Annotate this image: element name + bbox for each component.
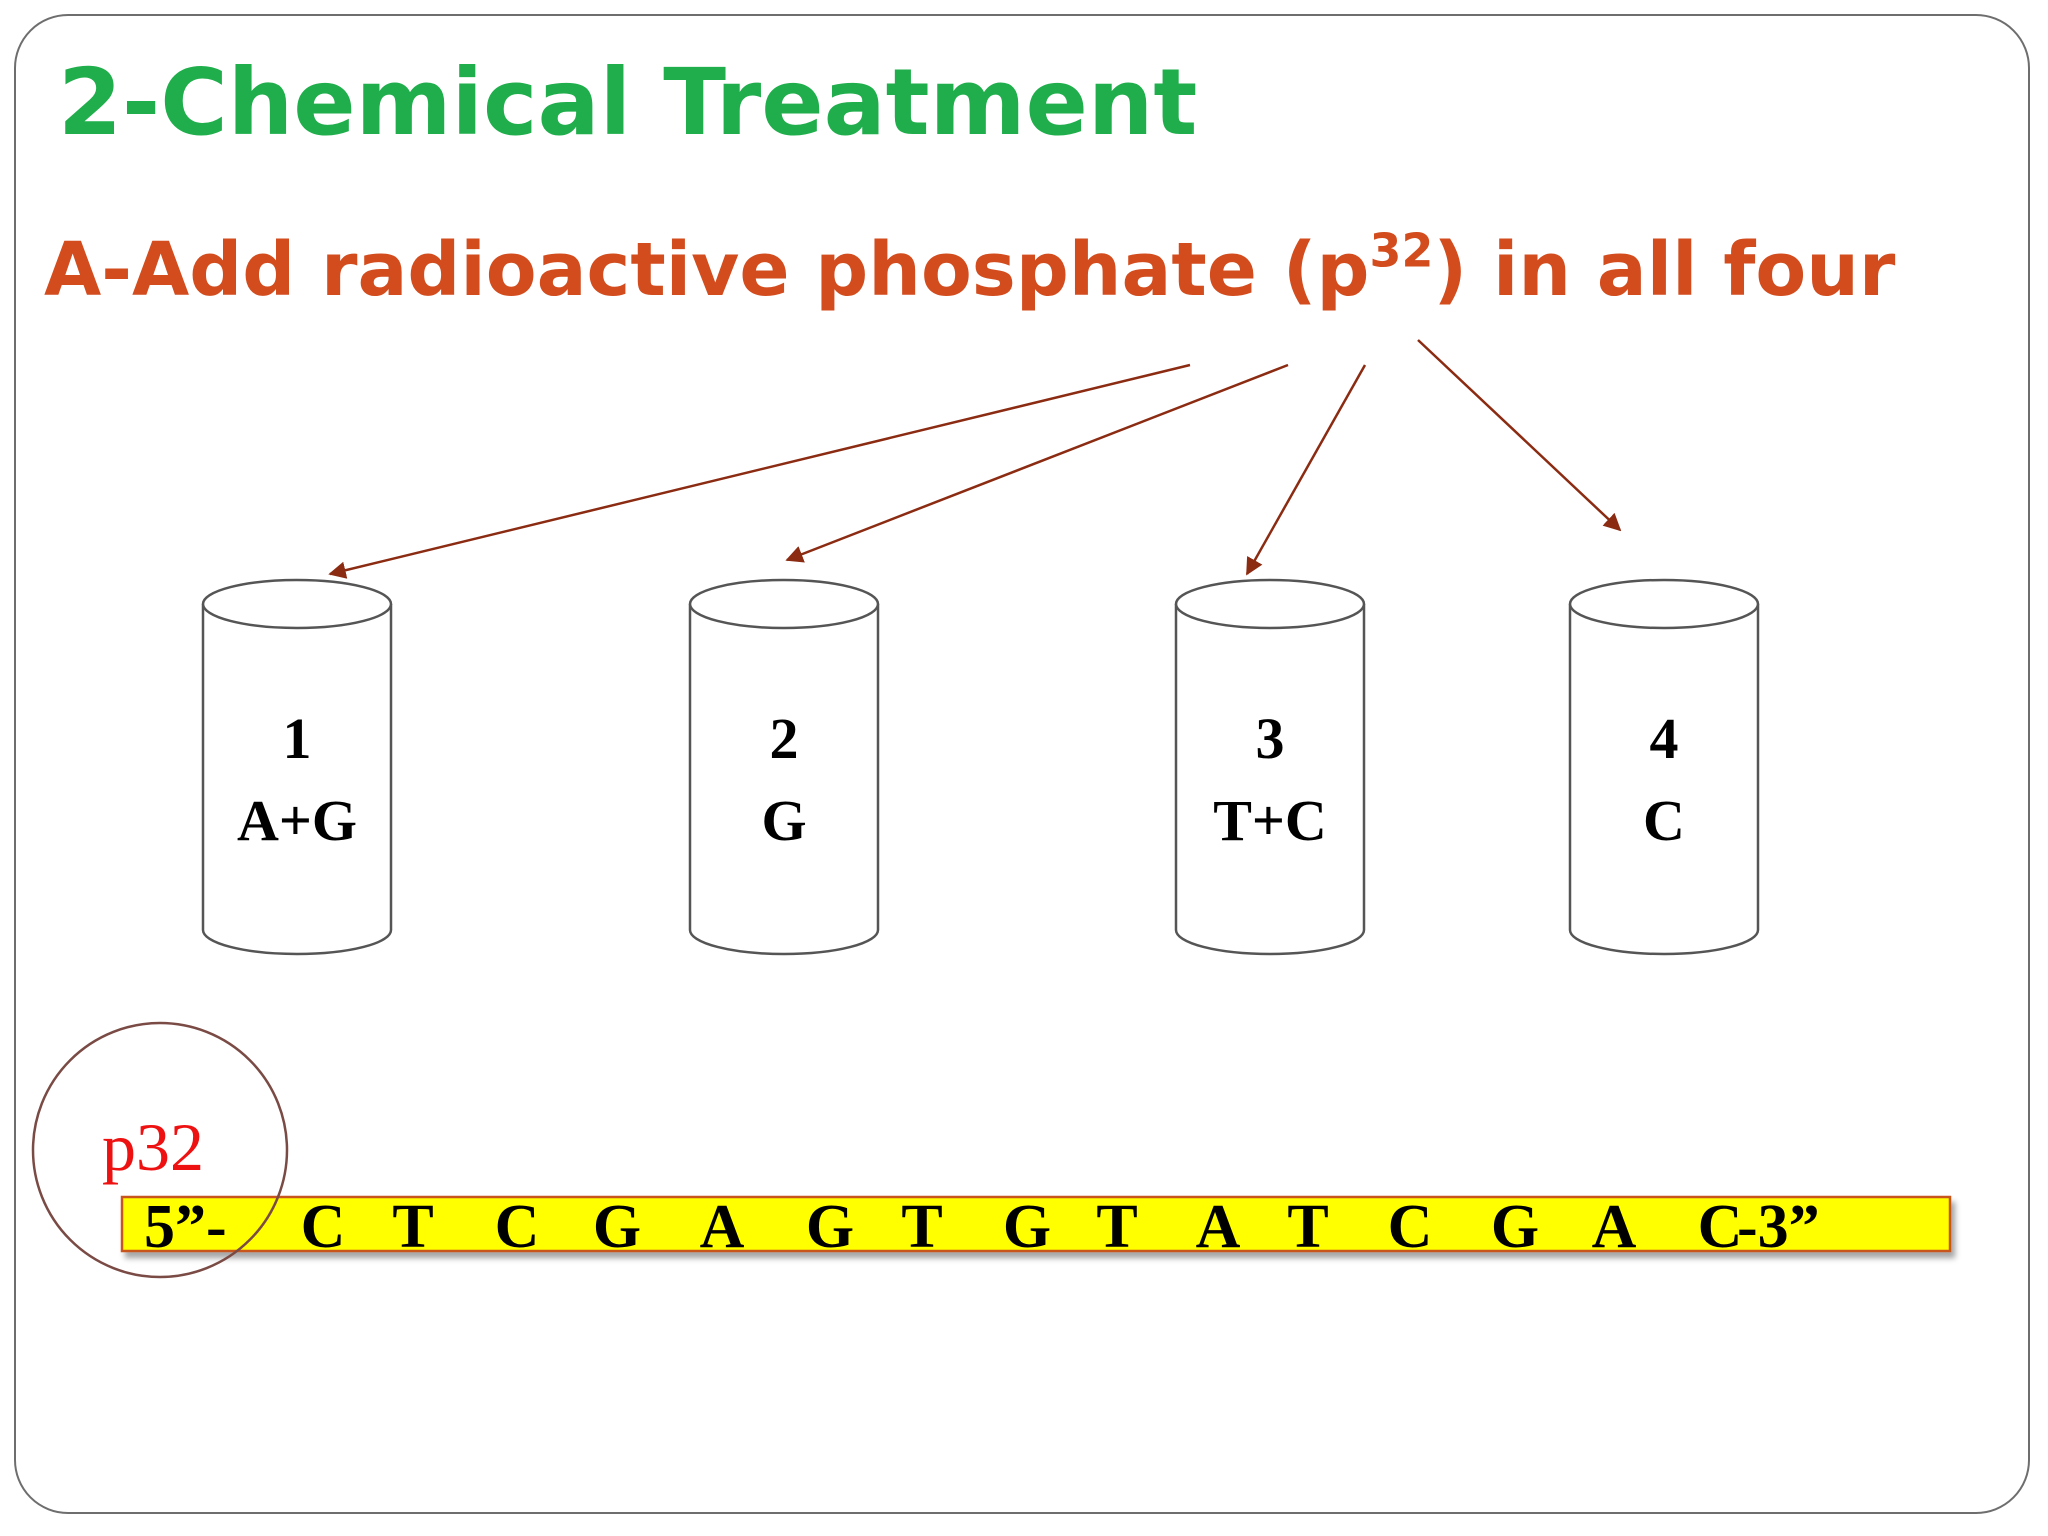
dna-base-9: T xyxy=(1096,1193,1137,1261)
tube-1-body xyxy=(201,604,393,956)
tube-4: 4 C xyxy=(1568,578,1760,956)
tube-3-number: 3 xyxy=(1256,706,1285,771)
p32-circle xyxy=(31,1021,289,1279)
dna-three-prime-label: -3” xyxy=(1737,1193,1820,1261)
dna-base-1: C xyxy=(301,1193,346,1261)
tube-3-top xyxy=(1174,578,1366,630)
dna-base-4: G xyxy=(593,1193,641,1261)
tube-3: 3 T+C xyxy=(1174,578,1366,956)
dna-base-14: A xyxy=(1592,1193,1637,1261)
tube-2-label: G xyxy=(761,788,806,853)
p32-label: p32 xyxy=(102,1109,204,1185)
tube-1-number: 1 xyxy=(283,706,312,771)
dna-base-12: C xyxy=(1388,1193,1433,1261)
dna-base-7: T xyxy=(901,1193,942,1261)
arrow-to-tube-1 xyxy=(328,363,1191,579)
arrow-group xyxy=(328,339,1622,579)
tube-3-body xyxy=(1174,604,1366,956)
tube-4-number: 4 xyxy=(1650,706,1679,771)
tube-3-label: T+C xyxy=(1213,788,1327,853)
dna-base-11: T xyxy=(1287,1193,1328,1261)
dna-base-6: G xyxy=(806,1193,854,1261)
arrow-to-tube-3 xyxy=(1245,364,1367,576)
tube-2-top xyxy=(688,578,880,630)
slide-subtitle: A-Add radioactive phosphate (p32) in all… xyxy=(44,227,1896,313)
subtitle-superscript: 32 xyxy=(1369,223,1434,278)
p32-marker: p32 xyxy=(31,1021,289,1279)
dna-base-10: A xyxy=(1196,1193,1241,1261)
dna-strand-bar xyxy=(120,1195,1952,1253)
slide-title: 2-Chemical Treatment xyxy=(58,49,1198,156)
tube-4-label: C xyxy=(1643,788,1685,853)
subtitle-tail-text: ) in all four xyxy=(1433,227,1896,313)
tube-1-label: A+G xyxy=(237,788,357,853)
tube-2-number: 2 xyxy=(770,706,799,771)
tube-2-body xyxy=(688,604,880,956)
dna-base-5: A xyxy=(700,1193,745,1261)
tube-2: 2 G xyxy=(688,578,880,956)
dna-five-prime-label: 5”- xyxy=(144,1193,227,1261)
dna-base-13: G xyxy=(1491,1193,1539,1261)
tube-4-body xyxy=(1568,604,1760,956)
tube-group: 1 A+G 2 G 3 T+C 4 C xyxy=(201,578,1760,956)
dna-base-2: T xyxy=(392,1193,433,1261)
dna-base-8: G xyxy=(1003,1193,1051,1261)
dna-base-15: C xyxy=(1698,1193,1743,1261)
dna-base-3: C xyxy=(495,1193,540,1261)
tube-4-top xyxy=(1568,578,1760,630)
arrow-to-tube-2 xyxy=(785,363,1289,563)
tube-1-top xyxy=(201,578,393,630)
tube-1: 1 A+G xyxy=(201,578,393,956)
arrow-to-tube-4 xyxy=(1417,339,1622,532)
subtitle-main-text: A-Add radioactive phosphate (p xyxy=(44,227,1370,313)
